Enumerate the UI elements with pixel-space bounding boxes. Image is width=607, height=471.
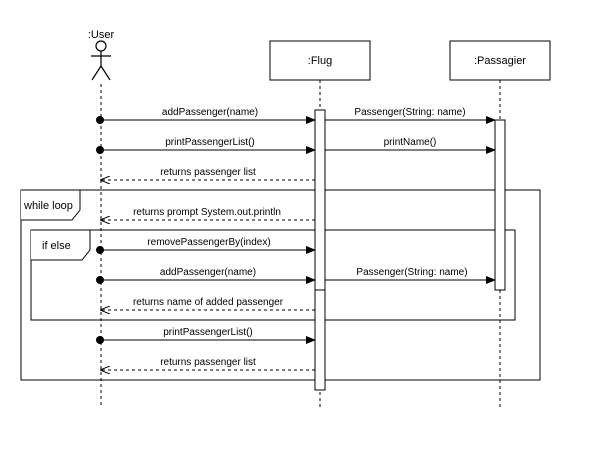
while-loop-frame xyxy=(20,189,541,381)
message-label: printPassengerList() xyxy=(165,137,254,148)
message-label: Passenger(String: name) xyxy=(354,107,465,118)
lifeline-flug: :Flug xyxy=(269,40,371,408)
messages: addPassenger(name) Passenger(String: nam… xyxy=(96,107,496,370)
message-label: returns name of added passenger xyxy=(133,297,284,308)
message-label: returns passenger list xyxy=(160,357,256,368)
while-loop-label: while loop xyxy=(23,200,73,212)
if-else-tab xyxy=(31,229,91,261)
message-label: printName() xyxy=(384,137,437,148)
lifeline-user: :User xyxy=(88,29,115,408)
passagier-label: :Passagier xyxy=(474,55,526,67)
flug-label: :Flug xyxy=(308,55,332,67)
message-label: removePassengerBy(index) xyxy=(147,237,270,248)
message-label: addPassenger(name) xyxy=(160,267,256,278)
message-label: printPassengerList() xyxy=(163,327,252,338)
if-else-label: if else xyxy=(42,240,71,252)
message-label: returns passenger list xyxy=(160,167,256,178)
message-label: addPassenger(name) xyxy=(162,107,258,118)
fragment-while-loop: while loop xyxy=(20,189,541,381)
message-label: returns prompt System.out.println xyxy=(133,207,281,218)
while-loop-tab xyxy=(21,189,81,221)
passagier-activation-bar xyxy=(494,119,506,291)
user-label: :User xyxy=(88,29,115,41)
flug-header-box xyxy=(269,40,371,81)
lifeline-passagier: :Passagier xyxy=(449,40,551,408)
flug-activation-bar-2 xyxy=(314,289,326,391)
fragment-if-else: if else xyxy=(30,229,516,321)
flug-activation-bar-1 xyxy=(314,109,326,291)
message-label: Passenger(String: name) xyxy=(356,267,467,278)
actor-icon xyxy=(91,40,111,81)
if-else-frame xyxy=(30,229,516,321)
